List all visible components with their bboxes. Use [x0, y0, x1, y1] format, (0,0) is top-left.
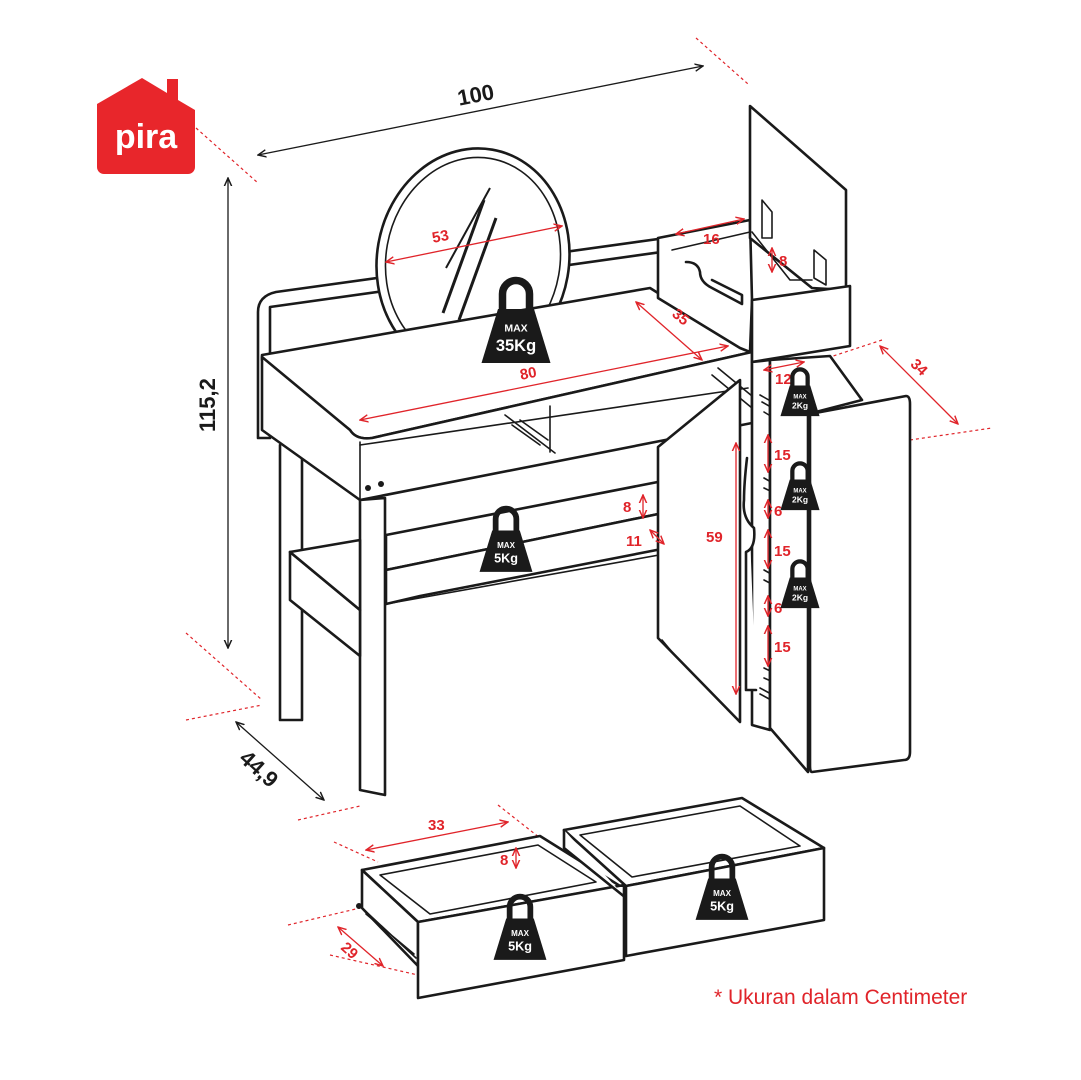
weight-drawer-right-value: 5Kg — [710, 900, 734, 914]
drawer-depth-label: 29 — [337, 939, 361, 963]
shelf-thickness-1-label: 6 — [774, 503, 782, 520]
dressing-table — [256, 147, 754, 797]
small-shelf-height-label: 8 — [623, 499, 631, 516]
depth-label: 44,9 — [235, 745, 284, 792]
height-label: 115,2 — [195, 378, 220, 432]
weight-5kg-drawer-left-icon: MAX 5Kg — [494, 897, 547, 960]
shelf-gap-1-label: 15 — [774, 447, 791, 464]
drawer-height-label: 8 — [500, 852, 508, 869]
weight-cab1-value: 2Kg — [792, 400, 808, 410]
side-cabinet — [742, 354, 912, 774]
weight-5kg-shelf-icon: MAX 5Kg — [480, 509, 533, 572]
weight-drawer-left-max: MAX — [511, 929, 530, 938]
weight-2kg-shelf-3-icon: MAX 2Kg — [780, 561, 819, 608]
weight-cab2-max: MAX — [793, 488, 806, 494]
pira-logo: pira — [97, 78, 195, 174]
cabinet-shelf-width-label: 12 — [775, 371, 792, 388]
unit-note: * Ukuran dalam Centimeter — [714, 986, 967, 1009]
width-label: 100 — [455, 79, 496, 111]
weight-cab3-max: MAX — [793, 586, 806, 592]
weight-2kg-shelf-2-icon: MAX 2Kg — [780, 463, 819, 510]
weight-shelf-max: MAX — [497, 541, 516, 550]
small-shelf — [384, 478, 700, 606]
small-shelf-depth-label: 11 — [626, 533, 642, 550]
weight-shelf-value: 5Kg — [494, 552, 518, 566]
weight-cab3-value: 2Kg — [792, 592, 808, 602]
weight-drawer-right-max: MAX — [713, 889, 732, 898]
weight-35kg-icon: MAX 35Kg — [482, 281, 551, 364]
weight-drawer-left-value: 5Kg — [508, 940, 532, 954]
detail-dimensions: 53 80 35 16 8 34 12 59 15 6 15 6 15 — [337, 219, 958, 966]
mirror-label: 53 — [431, 227, 451, 247]
desktop-width-label: 80 — [518, 364, 538, 384]
logo-text: pira — [115, 118, 178, 156]
weight-2kg-shelf-1-icon: MAX 2Kg — [780, 369, 819, 416]
cabinet-height-label: 59 — [706, 529, 723, 546]
top-box-height-label: 8 — [779, 253, 787, 270]
top-box-width-label: 16 — [703, 231, 720, 248]
shelf-thickness-2-label: 6 — [774, 600, 782, 617]
top-storage-box — [656, 104, 852, 364]
weight-cab2-value: 2Kg — [792, 494, 808, 504]
weight-5kg-drawer-right-icon: MAX 5Kg — [696, 857, 749, 920]
weight-35kg-max: MAX — [504, 323, 527, 335]
drawer-width-label: 33 — [428, 817, 445, 834]
weight-35kg-value: 35Kg — [496, 337, 536, 355]
weight-cab1-max: MAX — [793, 394, 806, 400]
extension-lines — [185, 37, 993, 976]
shelf-gap-3-label: 15 — [774, 639, 791, 656]
drawers — [356, 796, 826, 1000]
shelf-gap-2-label: 15 — [774, 543, 791, 560]
